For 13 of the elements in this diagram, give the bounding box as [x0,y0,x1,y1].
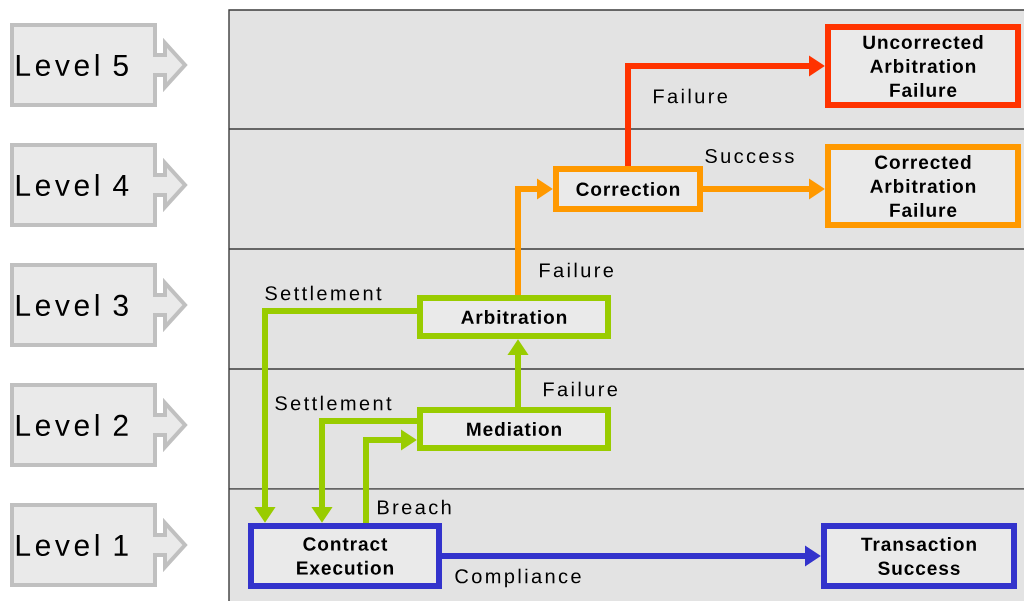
level-arrow-box: Level 2 [10,383,188,467]
edge-label: Compliance [452,566,584,590]
process-box: Uncorrected Arbitration Failure [825,24,1021,108]
level-arrow-box: Level 3 [10,263,188,347]
level-arrow-box: Level 4 [10,143,188,227]
process-box: Transaction Success [821,523,1017,589]
process-box: Mediation [417,407,611,451]
process-box: Corrected Arbitration Failure [825,144,1021,228]
process-box: Contract Execution [248,523,442,589]
level-arrow-box: Level 5 [10,23,188,107]
process-box: Arbitration [417,295,611,339]
level-arrow-box: Level 1 [10,503,188,587]
process-box: Correction [553,166,703,212]
